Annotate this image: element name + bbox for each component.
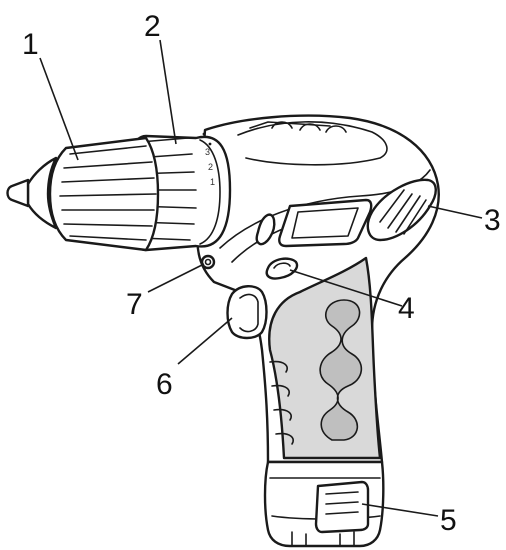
battery-pack	[263, 460, 385, 548]
callout-7: 7	[126, 288, 143, 321]
keyless-chuck	[6, 136, 160, 252]
callout-5: 5	[440, 504, 457, 537]
leader-2	[159, 39, 177, 145]
trigger-switch	[226, 285, 268, 340]
callout-4: 4	[398, 292, 415, 325]
leader-7	[147, 263, 205, 293]
torque-mark-1: 1	[210, 177, 215, 187]
leader-1	[39, 57, 79, 161]
callout-1: 1	[22, 28, 39, 61]
leader-6	[177, 317, 233, 365]
led-light	[200, 254, 216, 270]
callout-numbers: 1 2 3 4 5 6 7	[22, 10, 501, 537]
leader-4	[289, 269, 403, 307]
air-vent	[366, 178, 437, 242]
torque-mark-2: 2	[208, 162, 213, 172]
leader-3	[427, 205, 483, 219]
leader-5	[361, 503, 439, 517]
callout-6: 6	[156, 368, 173, 401]
drill-housing	[196, 114, 440, 464]
callout-2: 2	[144, 10, 161, 43]
torque-mark-3: 3	[205, 147, 210, 157]
leader-lines	[39, 39, 483, 517]
callout-3: 3	[484, 204, 501, 237]
